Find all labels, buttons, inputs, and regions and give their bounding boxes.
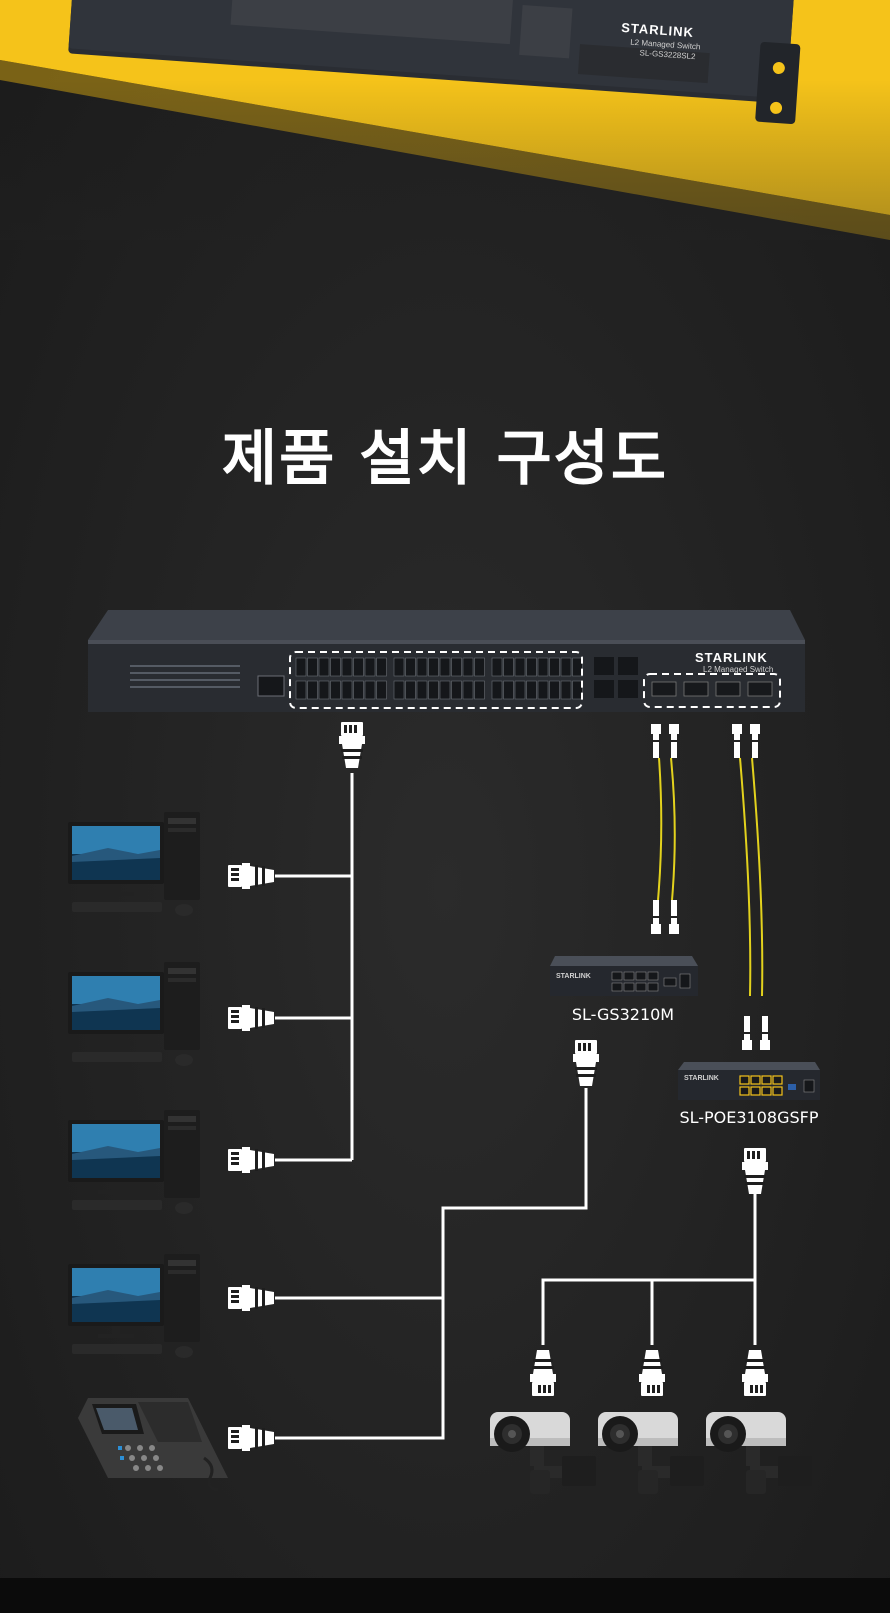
rj45-port — [364, 657, 376, 677]
hero-model: SL-GS3228SL2 — [639, 48, 696, 61]
fiber-connector-icon — [742, 1016, 770, 1050]
rj45-port — [330, 680, 341, 700]
rj45-connector-icon — [639, 1350, 665, 1396]
rj45-port — [572, 680, 583, 700]
main-switch-brand: STARLINK — [695, 650, 768, 665]
rj45-connector-icon — [573, 1040, 599, 1086]
rj45-port — [537, 657, 549, 677]
rj45-connector-icon — [339, 722, 365, 768]
rj45-connector-icon — [530, 1350, 556, 1396]
rj45-port — [393, 680, 405, 700]
rj45-port — [353, 680, 364, 700]
rj45-port — [549, 680, 560, 700]
fiber-connector-icon — [651, 724, 679, 758]
desktop-pc-icon — [68, 1110, 200, 1214]
switch-a-label: SL-GS3210M — [572, 1005, 674, 1024]
ethernet-cables-left — [275, 773, 588, 1440]
desktop-pc-icon — [68, 1254, 200, 1358]
rj45-port — [416, 657, 428, 677]
rj45-connector-icon — [742, 1350, 768, 1396]
cctv-camera-icon — [706, 1412, 812, 1494]
rj45-port — [526, 680, 537, 700]
rj45-connector-icon — [228, 1147, 274, 1173]
rj45-port — [537, 680, 549, 700]
rj45-port — [295, 657, 307, 677]
hero-switch-image: STARLINK L2 Managed Switch SL-GS3228SL2 — [68, 0, 801, 124]
rj45-port — [491, 657, 503, 677]
rj45-port — [307, 680, 318, 700]
switch-a-brand: STARLINK — [556, 973, 591, 980]
rj45-connector-icon — [228, 1005, 274, 1031]
rj45-port — [560, 657, 572, 677]
switch-b-label: SL-POE3108GSFP — [679, 1108, 818, 1127]
rj45-port — [462, 680, 474, 700]
rj45-port — [514, 657, 526, 677]
hero-banner: STARLINK L2 Managed Switch SL-GS3228SL2 — [0, 0, 890, 240]
ip-phone-icon — [76, 1396, 230, 1492]
rj45-connector-icon — [228, 1285, 274, 1311]
rj45-port — [474, 657, 485, 677]
rj45-connector-icon — [742, 1148, 768, 1194]
rj45-port-block — [295, 657, 583, 700]
rj45-port — [462, 657, 474, 677]
cctv-camera-icon — [598, 1412, 704, 1494]
rj45-port — [451, 680, 462, 700]
rj45-port — [428, 680, 439, 700]
rj45-port — [474, 680, 485, 700]
fiber-connector-icon — [651, 900, 679, 934]
main-switch-product-line: L2 Managed Switch — [703, 665, 773, 674]
rj45-port — [376, 657, 387, 677]
rj45-port — [439, 680, 451, 700]
rj45-port — [428, 657, 439, 677]
rj45-port — [503, 680, 514, 700]
rj45-connector-icon — [228, 1425, 274, 1451]
main-switch: STARLINK L2 Managed Switch — [88, 610, 805, 712]
switch-sl-poe3108gsfp: STARLINK — [678, 1062, 820, 1100]
hero-brand: STARLINK — [621, 20, 695, 40]
rj45-port — [318, 657, 330, 677]
rj45-port — [405, 680, 416, 700]
rj45-port — [307, 657, 318, 677]
rj45-port — [514, 680, 526, 700]
rj45-port — [503, 657, 514, 677]
rj45-port — [560, 680, 572, 700]
rj45-port — [416, 680, 428, 700]
fiber-cables — [657, 757, 764, 997]
rj45-port — [439, 657, 451, 677]
page-title: 제품 설치 구성도 — [221, 424, 669, 494]
rj45-port — [364, 680, 376, 700]
rj45-port — [318, 680, 330, 700]
rj45-port — [376, 680, 387, 700]
rj45-port — [572, 657, 583, 677]
desktop-pc-icon — [68, 812, 200, 916]
fiber-connector-icon — [732, 724, 760, 758]
rj45-port — [341, 680, 353, 700]
switch-b-brand: STARLINK — [684, 1075, 719, 1082]
rj45-port — [353, 657, 364, 677]
cctv-camera-icon — [490, 1412, 596, 1494]
rj45-port — [491, 680, 503, 700]
rj45-port — [330, 657, 341, 677]
rj45-port — [393, 657, 405, 677]
rj45-port — [341, 657, 353, 677]
desktop-pc-icon — [68, 962, 200, 1066]
rj45-port — [451, 657, 462, 677]
rj45-connector-icon — [228, 863, 274, 889]
rj45-port — [295, 680, 307, 700]
rj45-port — [526, 657, 537, 677]
ethernet-cables-right — [541, 1194, 757, 1345]
bottom-bar — [0, 1578, 890, 1613]
rj45-port — [549, 657, 560, 677]
switch-sl-gs3210m: STARLINK — [550, 956, 698, 996]
rj45-port — [405, 657, 416, 677]
